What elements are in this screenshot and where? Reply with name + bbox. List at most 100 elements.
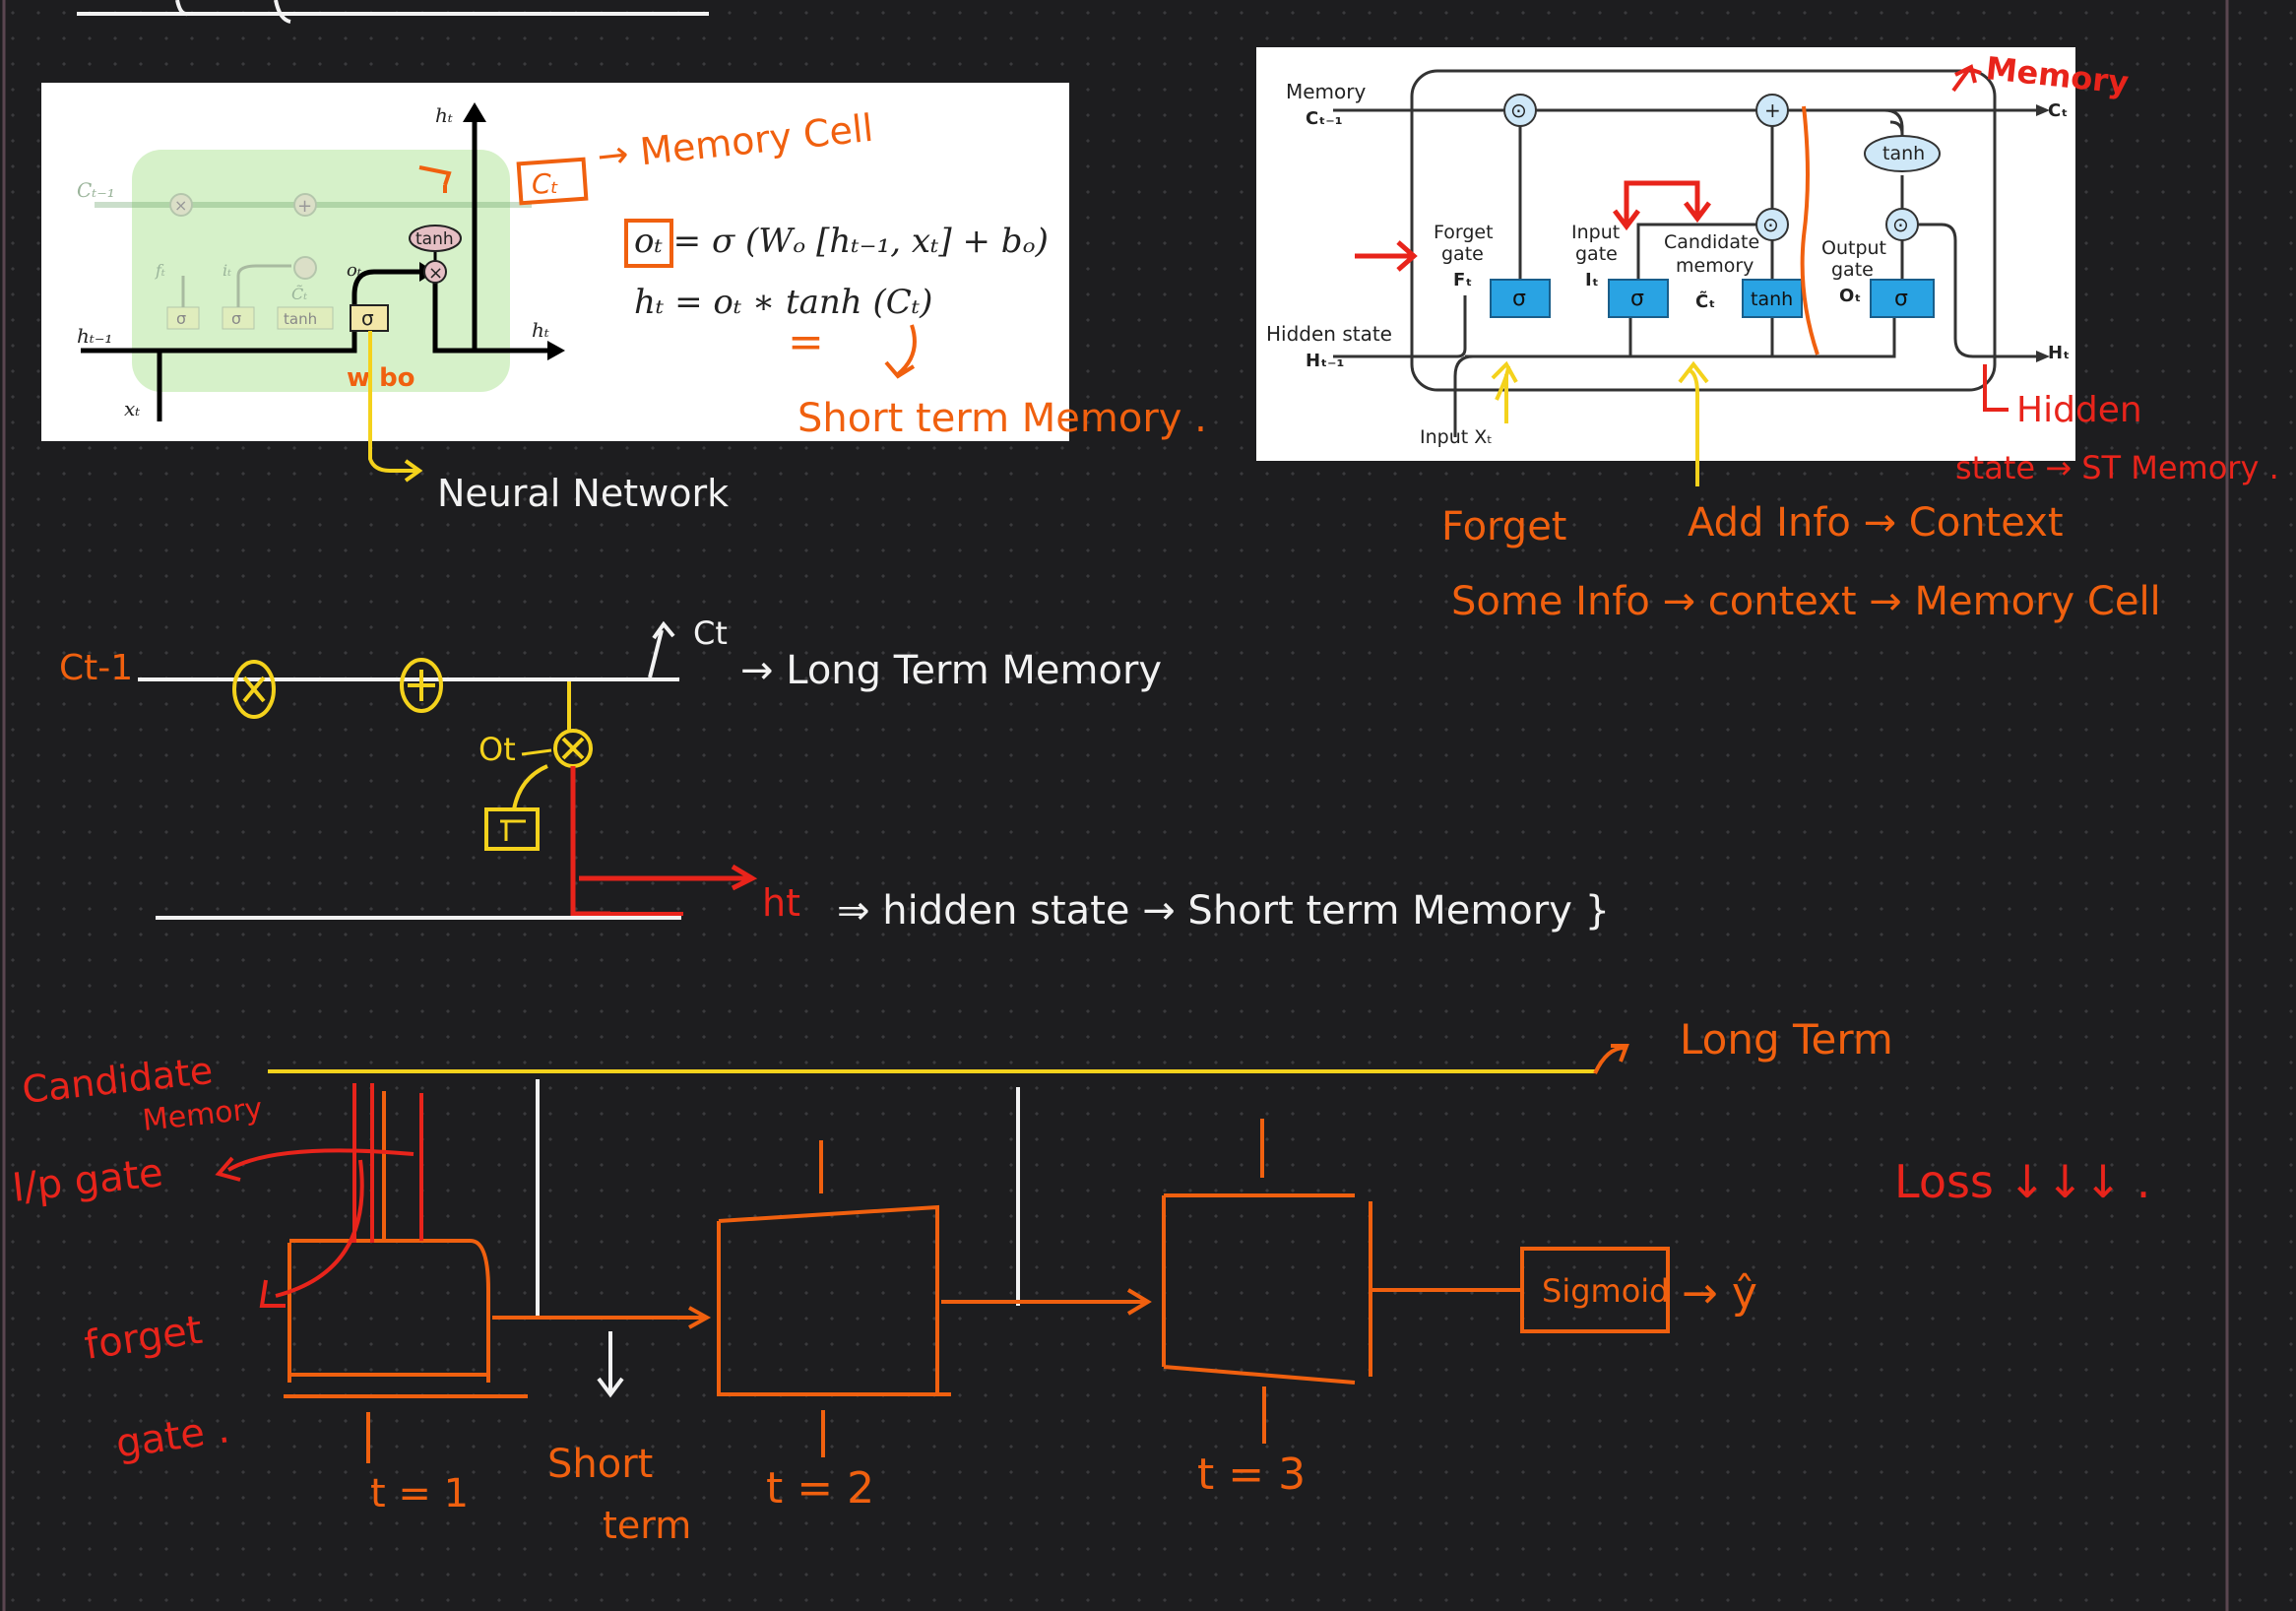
ct-prev-note: Ct-1 [59, 648, 133, 688]
neural-network-arrow [368, 331, 423, 483]
input-mult-node [1755, 208, 1789, 241]
equals-mark: = [788, 317, 824, 367]
forget-gate-curve-arrow [259, 1159, 364, 1308]
t1-note: t = 1 [370, 1471, 469, 1516]
forget-yellow-arrow [1491, 360, 1518, 423]
state-st-memory-note: state → ST Memory . [1955, 449, 2279, 486]
label-i-t: iₜ [223, 261, 231, 280]
hidden-state-note: ⇒ hidden state → Short term Memory } [837, 888, 1610, 934]
long-term-arrow [1593, 1044, 1629, 1074]
long-term-memory-note: → Long Term Memory [740, 648, 1162, 693]
memory-symbol: Cₜ₋₁ [1306, 108, 1343, 129]
forget-mult-cross [242, 676, 266, 703]
input-gate-bracket-arrow [1613, 180, 1711, 231]
ht-note: ht [762, 881, 800, 925]
cell2-to-cell3-arrow [941, 1288, 1152, 1316]
ot-hand-note: Ot [478, 731, 516, 768]
label-c-prev: Cₜ₋₁ [77, 178, 115, 202]
sigmoid-box [1520, 1247, 1670, 1333]
unrolled-cell-3 [1162, 1119, 1372, 1444]
label-h-prev: hₜ₋₁ [77, 324, 112, 348]
candidate-memory-note-2: Memory [141, 1091, 264, 1138]
ip-gate-note: I/p gate [10, 1150, 165, 1211]
input-x-label: Input Xₜ [1420, 426, 1493, 448]
h-out-label: Hₜ [2048, 343, 2070, 363]
forget-gate-note-2: gate . [113, 1406, 232, 1467]
input-gate-label-2: gate [1575, 243, 1618, 265]
label-sigma-faded-1: σ [176, 309, 186, 328]
output-gate-label-2: gate [1831, 259, 1874, 281]
sigma-box-hand [484, 807, 540, 851]
short-term-down-arrow [597, 1331, 624, 1398]
mult-faded-1: × [174, 196, 187, 215]
label-h-top: hₜ [435, 103, 453, 127]
lstm-cell-shape [132, 150, 510, 392]
input-gate-sigma: σ [1630, 287, 1644, 311]
candidate-tanh-label: tanh [1751, 289, 1793, 310]
add-symbol: + [1764, 98, 1781, 122]
ct-box-label: Cₜ [532, 167, 559, 200]
output-mult-symbol: ⊙ [1892, 213, 1909, 236]
label-f-t: fₜ [155, 261, 165, 280]
equation-ht: hₜ = oₜ ∗ tanh (Cₜ) [634, 283, 932, 322]
short-term-note-2: term [603, 1504, 691, 1547]
wbo-note: w bo [347, 363, 415, 393]
output-mult-cross [561, 737, 585, 760]
gate-connections [1518, 122, 1904, 280]
hidden-state-label: Hidden state [1266, 322, 1392, 346]
output-gate-box [1870, 279, 1935, 318]
forget-gate-label-1: Forget [1434, 222, 1494, 243]
hidden-note: Hidden [2016, 390, 2142, 430]
t2-note: t = 2 [766, 1463, 874, 1514]
add-plus [408, 670, 435, 701]
output-mult-node [1885, 208, 1919, 241]
sigma-box-mark [500, 819, 526, 841]
candidate-tanh-box [1742, 279, 1803, 318]
add-info-note: Add Info → Context [1688, 500, 2064, 546]
t3-note: t = 3 [1197, 1450, 1306, 1500]
hidden-input-bus [1333, 295, 1896, 358]
forget-note: Forget [1441, 504, 1566, 549]
forget-mult-circle [232, 660, 276, 719]
orange-divider-squiggle [1800, 105, 1819, 355]
add-info-yellow-arrow [1678, 360, 1709, 486]
h-out-path [432, 114, 478, 354]
ot-box [624, 219, 673, 268]
input-mult-symbol: ⊙ [1762, 213, 1779, 236]
ct-box [516, 157, 589, 206]
candidate-label-2: memory [1676, 255, 1754, 277]
label-c-tilde: C̃ₜ [291, 285, 307, 303]
mult-node [423, 260, 447, 284]
forget-mult-node [1503, 94, 1537, 127]
hidden-out-annot-arrow [1983, 364, 2009, 412]
o-to-mult-path [351, 269, 425, 309]
input-gate-label-1: Input [1571, 222, 1620, 243]
ht-red-arrow [579, 864, 758, 891]
short-term-arrow [884, 324, 917, 379]
cell-outline [1410, 69, 1997, 392]
short-term-memory-note: Short term Memory . [797, 396, 1207, 441]
lstm-output-gate-figure: Cₜ₋₁ fₜ iₜ C̃ₜ σ σ tanh × + tanh × σ hₜ … [41, 83, 1069, 441]
equation-ot: oₜ = σ (Wₒ [hₜ₋₁, xₜ] + bₒ) [634, 222, 1049, 261]
tanh-output-label: tanh [1882, 143, 1925, 164]
ct-out-arrow [648, 620, 675, 678]
add-circle [400, 658, 443, 713]
forget-gate-label-3: Fₜ [1453, 270, 1472, 290]
memory-out-arrow [1951, 64, 1982, 93]
unrolled-cell-2 [717, 1140, 951, 1457]
ct-hand-note: Ct [693, 614, 728, 652]
output-sigma: σ [361, 306, 374, 330]
output-gate-label-1: Output [1821, 237, 1886, 259]
input-gate-box [1608, 279, 1669, 318]
forget-gate-note-1: forget [82, 1308, 205, 1369]
neural-network-note: Neural Network [437, 472, 729, 515]
label-x-in: xₜ [124, 397, 140, 420]
memory-label: Memory [1286, 80, 1367, 103]
tanh-output-ellipse [1864, 135, 1941, 172]
sigmoid-note: Sigmoid [1542, 1272, 1669, 1310]
sigma-to-ot-curve [512, 764, 548, 810]
loss-note: Loss ↓↓↓ . [1894, 1155, 2150, 1208]
y-hat-note: → ŷ [1682, 1268, 1757, 1319]
forget-mult-symbol: ⊙ [1510, 98, 1527, 122]
forget-gate-box [1490, 279, 1551, 318]
